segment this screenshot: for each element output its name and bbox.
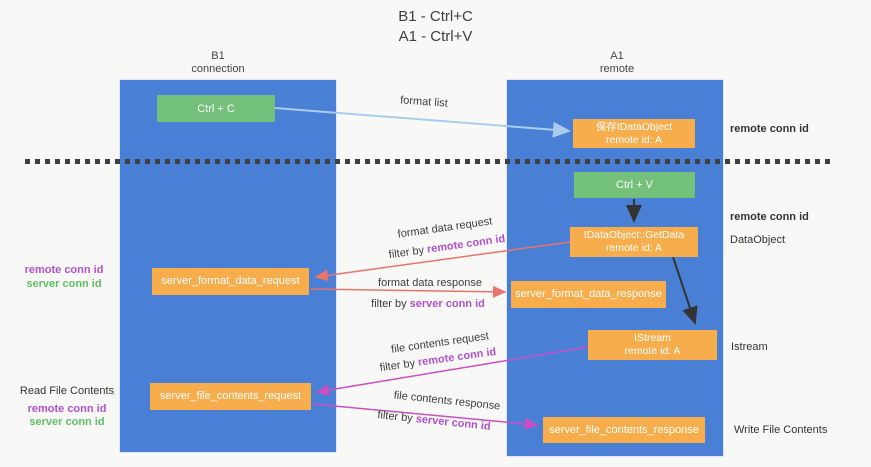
- server-format-data-response-box: server_format_data_response: [511, 281, 666, 308]
- server-conn-id-text: server conn id: [409, 298, 485, 310]
- filter-by-text: filter by: [371, 298, 410, 310]
- remote-conn-id-annotation-mid: remote conn id: [730, 211, 809, 223]
- istream-box: IStream remote id: A: [588, 330, 717, 360]
- istream-line2: remote id: A: [624, 345, 681, 357]
- filter-by-text: filter by: [388, 243, 428, 262]
- format-data-response-label: format data response: [378, 277, 482, 289]
- right-column-name: A1: [610, 50, 624, 62]
- idataobject-getdata-box: IDataObject::GetData remote id: A: [570, 227, 698, 257]
- left-column-subtitle: connection: [191, 63, 245, 75]
- getdata-line2: remote id: A: [605, 242, 663, 254]
- ctrl-v-box: Ctrl + V: [574, 172, 695, 198]
- title-line-1: B1 - Ctrl+C: [398, 8, 473, 25]
- format-data-response-arrow: [310, 285, 507, 298]
- left-server-conn-id-2: server conn id: [29, 416, 105, 428]
- left-remote-conn-id: remote conn id: [24, 264, 104, 276]
- left-remote-conn-id-2: remote conn id: [27, 402, 107, 415]
- dataobject-annotation: DataObject: [730, 234, 786, 246]
- filter-by-text: filter by: [379, 356, 419, 375]
- write-file-contents-annotation: Write File Contents: [734, 424, 828, 436]
- phase-separator-dashed-line: [25, 159, 833, 164]
- left-server-conn-id: server conn id: [26, 277, 102, 290]
- save-idataobject-box: 保存IDataObject remote id: A: [573, 119, 695, 148]
- filter-by-server-conn-id-label-1: filter by server conn id: [343, 298, 513, 310]
- remote-conn-id-annotation-top: remote conn id: [730, 123, 809, 135]
- left-column-name: B1: [211, 50, 225, 62]
- left-conn-id-annotations: remote conn id server conn id: [16, 264, 112, 291]
- read-file-contents-annotations: Read File Contents remote conn id server…: [14, 385, 120, 430]
- save-idataobject-line2: remote id: A: [605, 133, 663, 146]
- getdata-line1: IDataObject::GetData: [583, 229, 685, 241]
- left-column-header: B1 connection: [158, 50, 278, 76]
- server-format-data-request-box: server_format_data_request: [152, 268, 309, 295]
- remote-conn-id-text: remote conn id: [426, 232, 506, 256]
- title-line-2: A1 - Ctrl+V: [398, 28, 473, 45]
- save-idataobject-line1: 保存IDataObject: [595, 120, 673, 133]
- server-file-contents-response-box: server_file_contents_response: [543, 417, 705, 443]
- right-column-header: A1 remote: [557, 50, 677, 76]
- diagram-title: B1 - Ctrl+C A1 - Ctrl+V: [0, 7, 871, 47]
- server-file-contents-request-box: server_file_contents_request: [150, 383, 311, 410]
- istream-annotation: Istream: [731, 341, 768, 353]
- istream-line1: IStream: [634, 332, 671, 344]
- read-file-contents-label: Read File Contents: [19, 385, 115, 397]
- server-conn-id-text: server conn id: [415, 413, 492, 433]
- right-column-subtitle: remote: [599, 63, 635, 75]
- ctrl-c-box: Ctrl + C: [157, 95, 275, 122]
- format-list-label: format list: [399, 94, 449, 110]
- filter-by-text: filter by: [376, 409, 417, 426]
